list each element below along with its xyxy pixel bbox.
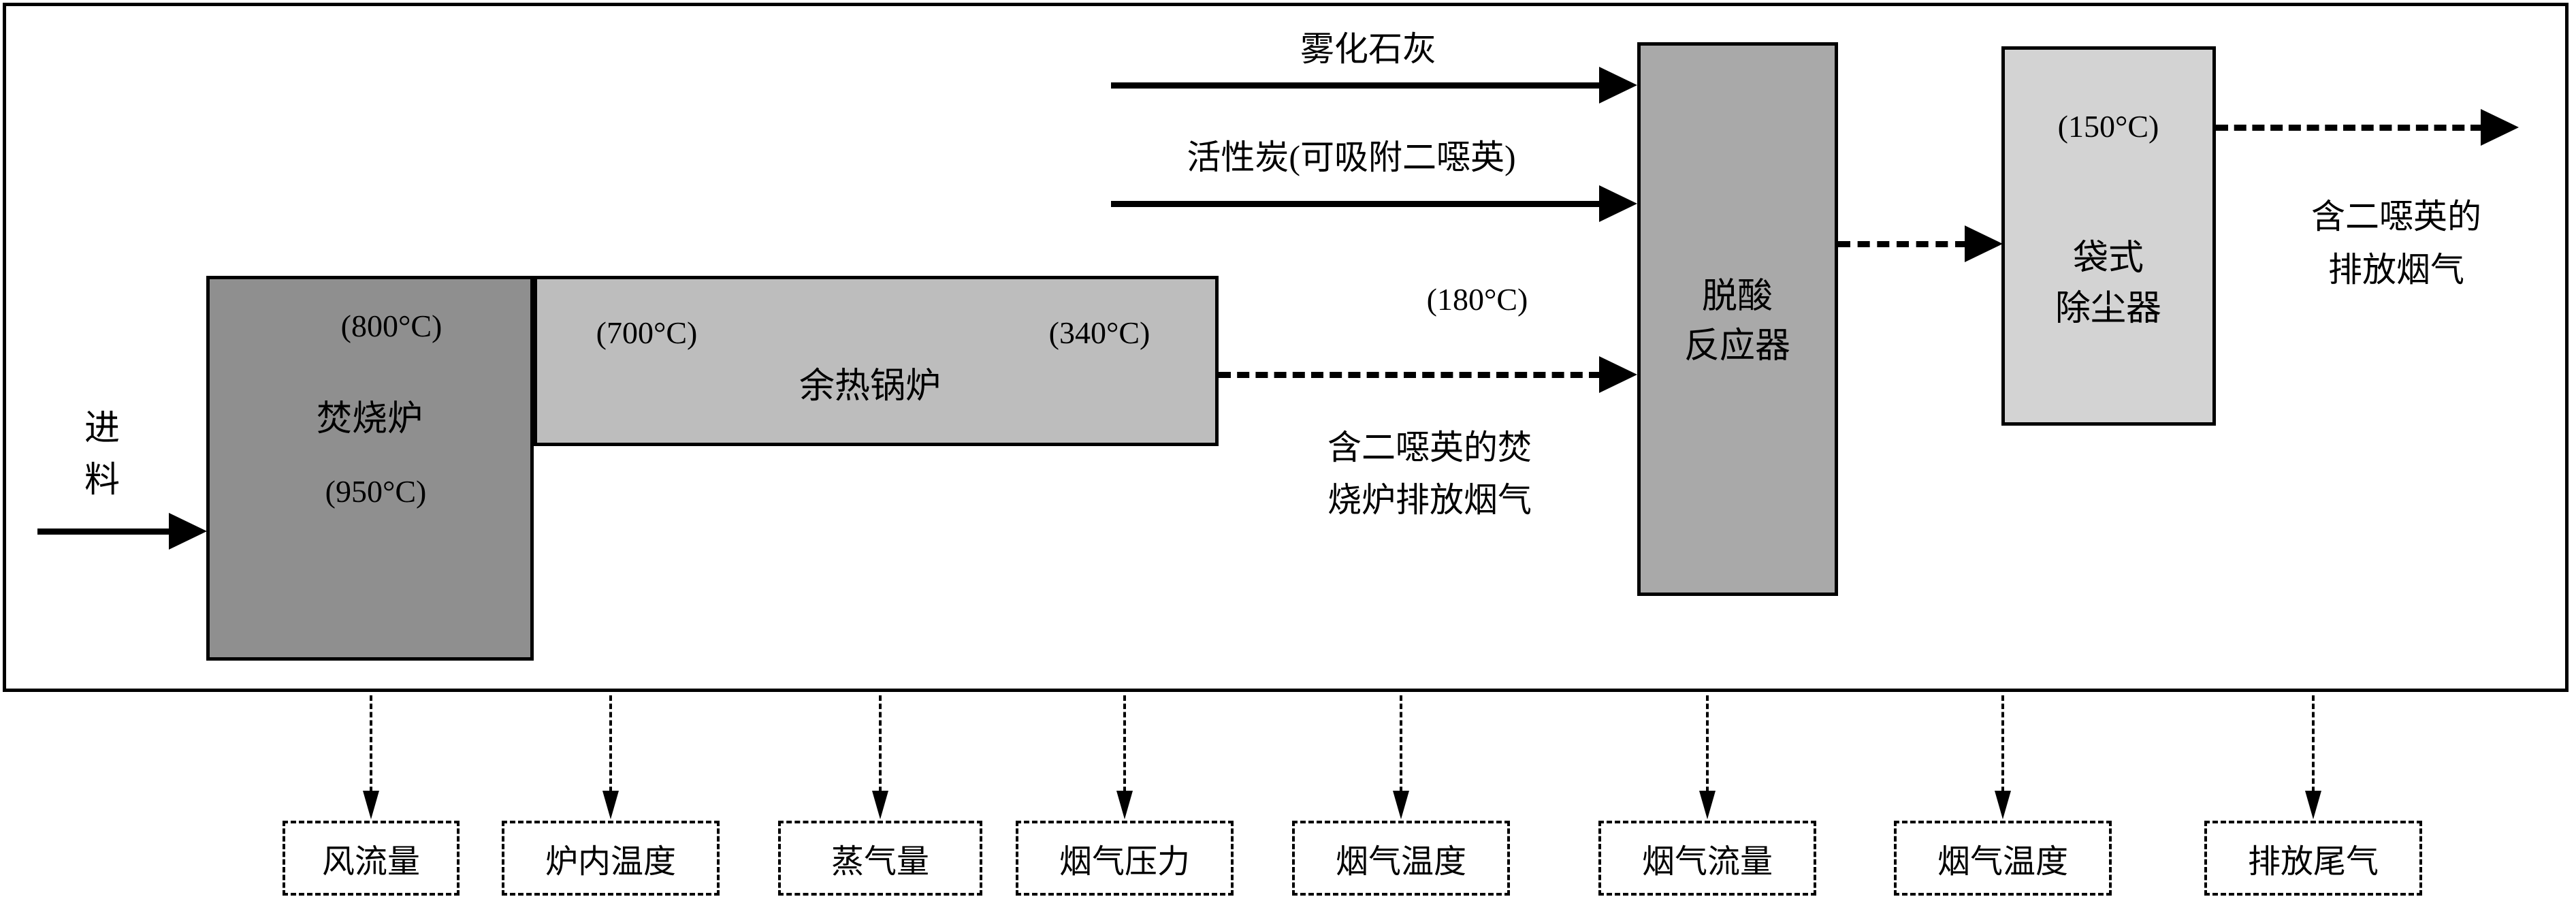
measurement-arrow-head — [1393, 791, 1409, 819]
atomized-lime-arrow-head — [1599, 67, 1637, 104]
measurement-box-fluegas-temp-2: 烟气温度 — [1894, 821, 2112, 896]
reactor-label-line1: 脱酸 — [1701, 277, 1773, 316]
measurement-arrow-shaft — [1706, 695, 1709, 792]
measurement-arrow-shaft — [2312, 695, 2315, 792]
measurement-arrow-head — [363, 791, 379, 819]
measurement-label: 烟气温度 — [1937, 844, 2068, 880]
activated-carbon-arrow-shaft — [1111, 201, 1601, 207]
measurement-box-air-flow: 风流量 — [283, 821, 460, 896]
atomized-lime-arrow-shaft — [1111, 82, 1601, 89]
boiler-temp-inlet: (700°C) — [596, 315, 698, 350]
measurement-arrow-head — [1699, 791, 1716, 819]
flue-gas-temp-label: (180°C) — [1426, 282, 1528, 317]
feed-label-line2: 料 — [84, 461, 120, 500]
incinerator-temp-bottom: (950°C) — [325, 474, 427, 509]
boiler-label: 余热锅炉 — [799, 367, 941, 406]
measurement-arrow-shaft — [370, 695, 372, 792]
incinerator-gas-label-line1: 含二噁英的焚 — [1327, 428, 1532, 467]
reactor-box — [1637, 42, 1838, 596]
bagfilter-temp: (150°C) — [2057, 109, 2159, 144]
activated-carbon-label: 活性炭(可吸附二噁英) — [1187, 138, 1516, 176]
measurement-label: 排放尾气 — [2247, 844, 2379, 880]
bagfilter-label-line2: 除尘器 — [2055, 289, 2162, 328]
measurement-arrow-shaft — [2001, 695, 2004, 792]
measurement-arrow-shaft — [609, 695, 612, 792]
measurement-label: 烟气流量 — [1641, 844, 1773, 880]
bagfilter-label-line1: 袋式 — [2072, 239, 2144, 278]
feed-label-line1: 进 — [84, 409, 120, 448]
emission-gas-label-line1: 含二噁英的 — [2311, 198, 2481, 236]
measurement-label: 炉内温度 — [545, 844, 676, 880]
measurement-box-steam-quantity: 蒸气量 — [778, 821, 982, 896]
incinerator-temp-top: (800°C) — [340, 309, 442, 343]
measurement-box-fluegas-temp-1: 烟气温度 — [1292, 821, 1510, 896]
reactor-to-bagfilter-arrow-shaft — [1838, 241, 1967, 247]
measurement-arrow-shaft — [879, 695, 882, 792]
activated-carbon-arrow-head — [1599, 185, 1637, 222]
reactor-to-bagfilter-arrow-head — [1965, 225, 2003, 262]
reactor-label-line2: 反应器 — [1684, 327, 1791, 366]
bagfilter-box — [2001, 46, 2216, 426]
system-boundary-border — [3, 3, 2569, 692]
measurement-box-fluegas-flow: 烟气流量 — [1598, 821, 1816, 896]
measurement-box-fluegas-pressure: 烟气压力 — [1016, 821, 1234, 896]
emission-outlet-arrow-shaft — [2216, 125, 2483, 131]
measurement-arrow-shaft — [1400, 695, 1402, 792]
measurement-label: 风流量 — [321, 844, 420, 880]
emission-outlet-arrow-head — [2481, 109, 2519, 146]
atomized-lime-label: 雾化石灰 — [1300, 30, 1436, 68]
boiler-box — [534, 276, 1219, 446]
boiler-temp-outlet: (340°C) — [1048, 315, 1150, 350]
measurement-arrow-head — [2305, 791, 2321, 819]
measurement-arrow-head — [1995, 791, 2011, 819]
measurement-box-furnace-temp: 炉内温度 — [502, 821, 720, 896]
incinerator-gas-label-line2: 烧炉排放烟气 — [1327, 481, 1532, 519]
measurement-label: 蒸气量 — [831, 844, 929, 880]
feed-arrow-shaft — [37, 529, 171, 535]
incinerator-label: 焚烧炉 — [316, 400, 423, 439]
boiler-to-reactor-arrow-head — [1599, 356, 1637, 393]
measurement-arrow-shaft — [1123, 695, 1126, 792]
boiler-to-reactor-arrow-shaft — [1219, 372, 1601, 378]
measurement-box-exhaust-gas: 排放尾气 — [2204, 821, 2422, 896]
feed-arrow-head — [169, 513, 207, 550]
measurement-arrow-head — [602, 791, 619, 819]
measurement-label: 烟气压力 — [1059, 844, 1190, 880]
measurement-arrow-head — [1116, 791, 1133, 819]
measurement-label: 烟气温度 — [1335, 844, 1466, 880]
measurement-arrow-head — [872, 791, 888, 819]
emission-gas-label-line2: 排放烟气 — [2328, 251, 2464, 289]
incinerator-box — [206, 276, 534, 661]
